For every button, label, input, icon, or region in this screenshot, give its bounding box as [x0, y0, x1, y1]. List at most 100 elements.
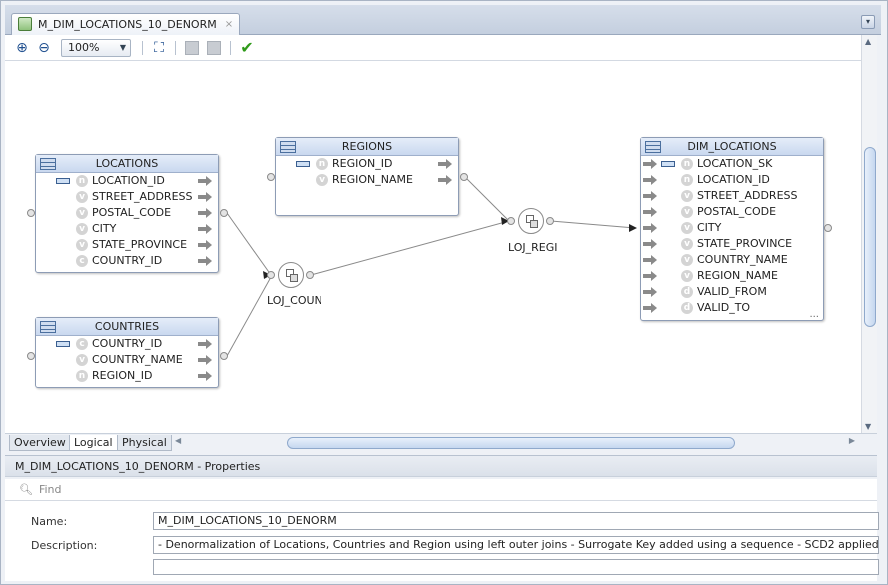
node-title: DIM_LOCATIONS [687, 140, 777, 153]
attribute-name: LOCATION_SK [697, 157, 773, 170]
attribute-name: CITY [697, 221, 722, 234]
scroll-thumb[interactable] [287, 437, 735, 449]
datatype-badge-icon: v [681, 206, 693, 218]
datatype-badge-icon: v [681, 222, 693, 234]
scroll-right-icon[interactable]: ▶ [848, 436, 855, 445]
attribute-row[interactable]: v CITY [641, 220, 823, 236]
zoom-select[interactable]: 100% ▼ [61, 38, 131, 57]
output-port[interactable] [824, 224, 832, 232]
zoom-in-icon[interactable]: ⊕ [16, 39, 28, 56]
input-arrow-icon [643, 239, 657, 249]
zoom-out-icon[interactable]: ⊖ [38, 39, 50, 56]
link-loj-coun-to-loj-regi [310, 220, 510, 276]
output-arrow-icon [198, 339, 212, 349]
tab-overview[interactable]: Overview [9, 435, 71, 451]
output-arrow-icon [198, 371, 212, 381]
input-port[interactable] [27, 352, 35, 360]
close-icon[interactable]: × [224, 19, 234, 30]
validate-check-icon[interactable]: ✔ [240, 38, 254, 57]
attribute-name: COUNTRY_ID [92, 337, 163, 350]
join-output-port[interactable] [306, 271, 314, 279]
join-output-port[interactable] [546, 217, 554, 225]
datatype-badge-icon: v [681, 254, 693, 266]
datatype-badge-icon: v [76, 191, 88, 203]
description-label: Description: [31, 539, 98, 552]
tab-physical[interactable]: Physical [117, 435, 172, 451]
find-input[interactable]: Find [38, 483, 62, 496]
toolbar-separator [175, 40, 176, 55]
horizontal-scrollbar[interactable]: ◀ ▶ [175, 436, 855, 449]
join-input-port[interactable] [267, 271, 275, 279]
datatype-badge-icon: v [681, 238, 693, 250]
input-arrow-icon [643, 175, 657, 185]
tab-list-menu-button[interactable]: ▾ [861, 15, 875, 29]
datatype-badge-icon: v [681, 190, 693, 202]
editor-tab[interactable]: M_DIM_LOCATIONS_10_DENORM × [11, 13, 241, 35]
toolbar-separator [142, 40, 143, 55]
description-field[interactable]: - Denormalization of Locations, Countrie… [153, 536, 879, 554]
join-countries-node[interactable] [278, 262, 304, 288]
fit-to-window-icon[interactable]: ⛶ [154, 39, 164, 56]
join-input-port[interactable] [507, 217, 515, 225]
output-arrow-icon [438, 159, 452, 169]
align-icon[interactable] [207, 40, 221, 55]
output-port[interactable] [460, 173, 468, 181]
more-attributes-indicator[interactable]: ... [809, 309, 819, 320]
tab-logical[interactable]: Logical [69, 435, 118, 451]
scroll-up-icon[interactable]: ▲ [865, 37, 872, 46]
input-arrow-icon [643, 207, 657, 217]
attribute-name: REGION_NAME [332, 173, 413, 186]
primary-key-icon [56, 178, 70, 184]
vertical-scrollbar[interactable]: ▲ ▼ [861, 35, 877, 433]
node-header: REGIONS [276, 138, 458, 156]
node-title: COUNTRIES [94, 320, 160, 333]
attribute-name: COUNTRY_NAME [92, 353, 183, 366]
properties-find-bar[interactable]: 🔍︎ Find [5, 479, 877, 501]
description-field-continuation[interactable] [153, 559, 879, 575]
input-port[interactable] [27, 209, 35, 217]
scroll-thumb[interactable] [864, 147, 876, 327]
input-port[interactable] [267, 173, 275, 181]
output-port[interactable] [220, 209, 228, 217]
output-port[interactable] [220, 352, 228, 360]
name-field[interactable]: M_DIM_LOCATIONS_10_DENORM [153, 512, 879, 530]
datatype-badge-icon: v [76, 239, 88, 251]
join-regions-node[interactable] [518, 208, 544, 234]
auto-layout-icon[interactable] [185, 40, 199, 55]
output-arrow-icon [198, 224, 212, 234]
chevron-down-icon: ▼ [119, 43, 126, 52]
name-label: Name: [31, 515, 68, 528]
node-header: COUNTRIES [36, 318, 218, 336]
scroll-down-icon[interactable]: ▼ [865, 422, 872, 431]
node-header: DIM_LOCATIONS [641, 138, 823, 156]
properties-panel-header: M_DIM_LOCATIONS_10_DENORM - Properties [5, 455, 877, 477]
scroll-left-icon[interactable]: ◀ [175, 436, 182, 445]
